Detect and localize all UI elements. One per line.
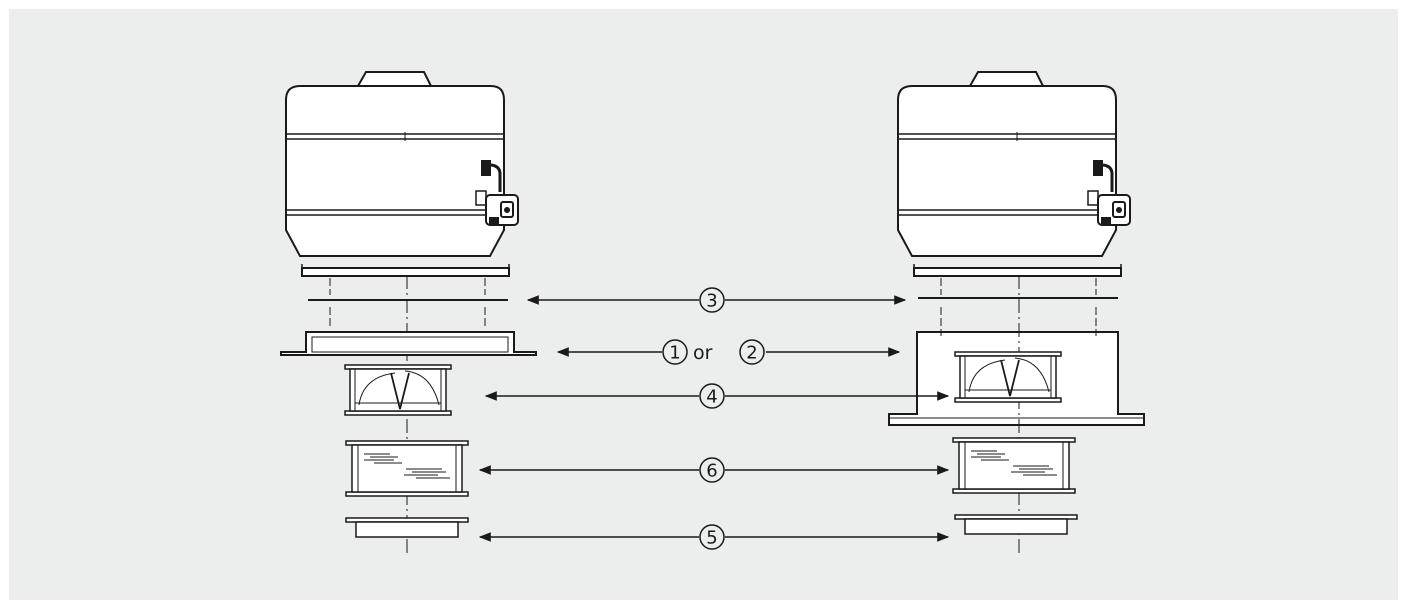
- callout-number-3: 3: [706, 291, 717, 312]
- left-silencer: [345, 440, 469, 497]
- callout-number-4: 4: [706, 387, 717, 408]
- callout-1-or-2: 1 or 2: [662, 339, 765, 365]
- callout-6: 6: [699, 457, 725, 483]
- callout-circle: [739, 339, 765, 365]
- callout-circle: [699, 457, 725, 483]
- callout-number-5: 5: [706, 528, 717, 549]
- right-damper: [954, 351, 1062, 403]
- left-roof-base: [280, 331, 537, 356]
- callout-arrows: [478, 295, 950, 542]
- callout-circle: [662, 339, 688, 365]
- callout-5: 5: [699, 524, 725, 550]
- callout-circle: [699, 287, 725, 313]
- left-flange: [345, 517, 469, 538]
- callout-4: 4: [699, 383, 725, 409]
- right-assembly: [888, 70, 1145, 555]
- callout-number-2: 2: [746, 343, 757, 364]
- left-assembly: [280, 70, 537, 555]
- right-silencer: [952, 437, 1076, 494]
- callout-circle: [699, 524, 725, 550]
- left-damper: [344, 364, 452, 416]
- right-flange: [954, 514, 1078, 535]
- callout-number-6: 6: [706, 461, 717, 482]
- callout-circle: [699, 383, 725, 409]
- callout-3: 3: [699, 287, 725, 313]
- left-fan-unit: [284, 70, 520, 278]
- callout-number-1: 1: [669, 343, 680, 364]
- callout-joiner-or: or: [693, 342, 713, 364]
- right-fan-unit: [896, 70, 1132, 278]
